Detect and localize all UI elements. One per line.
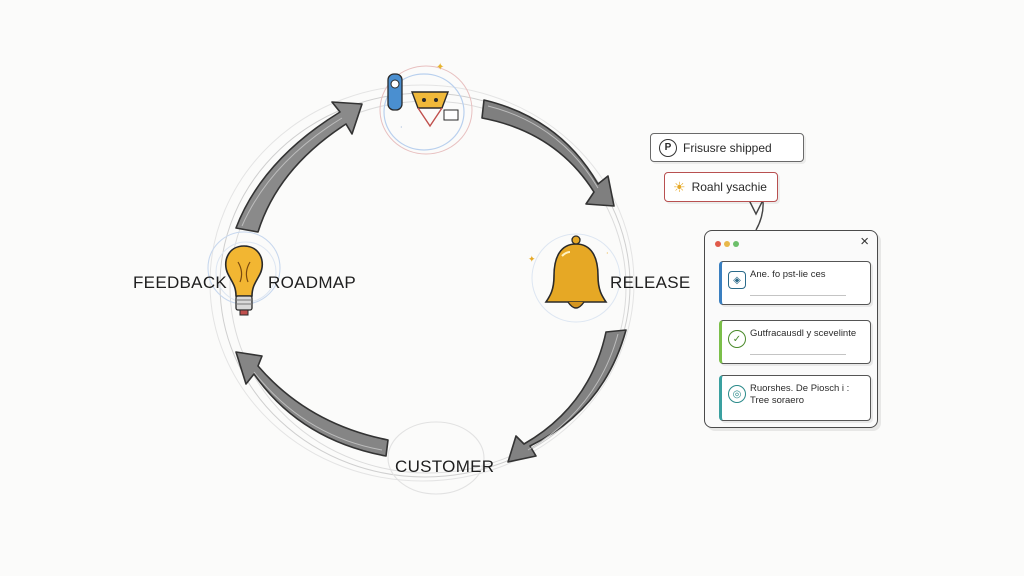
- check-icon: ✓: [728, 330, 746, 348]
- notification-text: Ane. fo pst-lie ces: [750, 269, 826, 280]
- arrow-lower-left: [235, 351, 389, 457]
- feature-icon: P: [659, 138, 677, 157]
- roadmap-update-tag: ☀ Roahl ysachie: [664, 172, 778, 202]
- feature-shipped-tag: P Frisusre shipped: [650, 133, 804, 162]
- notification-card[interactable]: ◈ Ane. fo pst-lie ces: [719, 261, 871, 305]
- tag-connector-tail: [747, 197, 765, 216]
- svg-text:✦: ✦: [436, 62, 444, 73]
- stage-label-roadmap: ROADMAP: [268, 273, 357, 292]
- notification-line: [750, 295, 846, 296]
- arrow-lower-right: [507, 329, 627, 463]
- lightbulb-icon: [207, 231, 281, 316]
- svg-text:·: ·: [400, 123, 403, 132]
- notification-card[interactable]: ✓ Gutfracausdl y scevelinte: [719, 320, 871, 364]
- svg-text:✦: ✦: [528, 255, 536, 265]
- bell-icon: ✦ ·: [528, 233, 621, 323]
- window-dot-yellow: [724, 241, 730, 247]
- arrow-upper-left: [235, 101, 363, 233]
- roadmap-update-text: Roahl ysachie: [691, 180, 767, 194]
- rocket-roadmap-icon: ✦ ·: [379, 62, 473, 155]
- feature-shipped-text: Frisusre shipped: [683, 140, 772, 155]
- notification-text: Ruorshes. De Piosch i : Tree soraero: [750, 383, 850, 406]
- notification-line: [750, 354, 846, 355]
- window-dot-red: [715, 241, 721, 247]
- sun-icon: ☀: [673, 178, 686, 195]
- notification-panel: × ◈ Ane. fo pst-lie ces ✓ Gutfracausdl y…: [704, 230, 878, 428]
- close-icon[interactable]: ×: [860, 233, 869, 250]
- stage-label-release: RELEASE: [610, 273, 691, 292]
- window-dot-green: [733, 241, 739, 247]
- customer-node: [387, 421, 485, 495]
- notification-text: Gutfracausdl y scevelinte: [750, 328, 857, 339]
- svg-text:·: ·: [606, 249, 609, 258]
- arrow-upper-right: [481, 99, 615, 207]
- stage-label-customer: CUSTOMER: [395, 457, 495, 476]
- notification-card[interactable]: ◎ Ruorshes. De Piosch i : Tree soraero: [719, 375, 871, 421]
- app-icon: ◈: [728, 271, 746, 289]
- stage-label-feedback: FEEDBACK: [133, 273, 228, 292]
- info-icon: ◎: [728, 385, 746, 403]
